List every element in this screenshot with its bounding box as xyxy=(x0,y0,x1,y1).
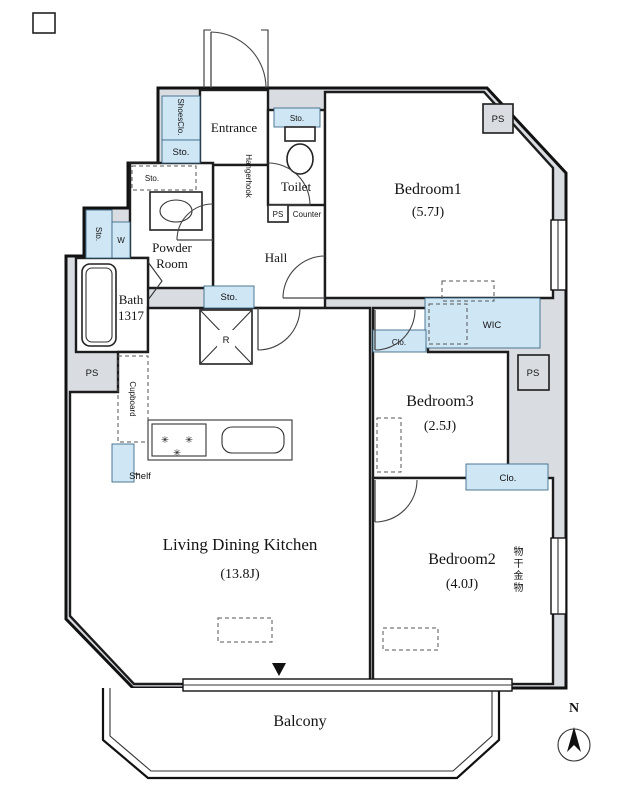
hall-sto-box xyxy=(203,285,255,309)
powder-sto-label: Sto. xyxy=(145,174,159,183)
washing-machine-label: W xyxy=(117,236,125,245)
compass-needle-icon xyxy=(567,727,581,752)
entrance-door-arc-icon xyxy=(210,31,267,89)
bedroom2-floor-hatch-dashed xyxy=(382,627,439,651)
hall-sto-label: Sto. xyxy=(221,292,238,303)
utility-sto-box xyxy=(85,209,113,259)
balcony-railing-inner xyxy=(109,688,493,772)
fixtures: ✳ ✳ ✳ R PS Counter Shelf Hangerhook xyxy=(81,126,322,482)
kitchen-sink-icon xyxy=(221,426,285,454)
ldk-size-label: (13.8J) xyxy=(220,567,260,582)
compass: N xyxy=(557,701,591,762)
stove-burner-icon: ✳ xyxy=(173,448,181,459)
counter-label: Counter xyxy=(293,210,322,219)
toilet-tank-icon xyxy=(284,126,316,142)
toilet-bowl-icon xyxy=(286,143,314,175)
room-ldk xyxy=(68,306,372,686)
stove-burner-icon: ✳ xyxy=(185,435,193,446)
laundry-hardware-label: 物干金物 xyxy=(511,546,522,594)
bathtub-icon xyxy=(81,263,117,347)
windows xyxy=(182,219,567,692)
cupboard-dashed xyxy=(117,355,149,443)
utility-sto-label: Sto. xyxy=(94,227,103,241)
entrance-sto-box xyxy=(161,139,201,164)
powder-room-label-line1: Powder xyxy=(152,240,192,255)
bedroom2-door-arc-icon xyxy=(374,479,418,523)
dashed-fixtures: Sto. Cupboard xyxy=(117,165,495,651)
vanity-counter-icon xyxy=(149,191,203,231)
balcony-access-triangle-icon xyxy=(272,663,286,676)
compass-north-label: N xyxy=(569,701,579,716)
ps-left-label: PS xyxy=(86,368,99,379)
cupboard-label: Cupboard xyxy=(128,381,137,416)
bedroom3-size-label: (2.5J) xyxy=(424,419,457,434)
bath-folding-door-icon xyxy=(147,261,163,301)
stove-burner-icon: ✳ xyxy=(161,435,169,446)
balcony-label: Balcony xyxy=(273,713,326,730)
bedroom3-furniture-dashed xyxy=(376,417,402,473)
bathtub-inner-icon xyxy=(85,267,113,343)
ps-mid-right-label: PS xyxy=(527,368,540,379)
wic-label: WIC xyxy=(483,320,502,331)
bedroom1-furniture-dashed xyxy=(441,280,495,302)
bath-label: Bath xyxy=(119,292,144,307)
storage-boxes: ShoesClo. Sto. Sto. Sto. W Sto. WIC Clo.… xyxy=(85,95,549,491)
room-labels: Entrance Hall Toilet Powder Room Bath 13… xyxy=(118,120,496,730)
entrance-door xyxy=(203,29,269,89)
bath-size-label: 1317 xyxy=(118,308,145,323)
entrance-label: Entrance xyxy=(211,120,257,135)
bedroom1-label: Bedroom1 xyxy=(394,181,462,198)
shoes-closet-box xyxy=(161,95,201,141)
bedroom2-closet-box xyxy=(465,463,549,491)
washing-machine-box xyxy=(111,221,131,259)
wic-hanger-dashed xyxy=(428,303,468,345)
bedroom1-size-label: (5.7J) xyxy=(412,205,445,220)
ps-hall-label: PS xyxy=(273,210,284,219)
ps-box-mid-right xyxy=(517,354,550,391)
powder-room-label-line2: Room xyxy=(156,256,188,271)
bedroom1-door-arc-icon xyxy=(282,255,326,299)
hall-label: Hall xyxy=(265,250,288,265)
hangerhook-label: Hangerhook xyxy=(244,154,253,199)
exterior-column xyxy=(32,12,56,34)
powder-sto-dashed xyxy=(131,165,197,191)
powder-door-arc-icon xyxy=(176,203,214,241)
entrance-sto-label: Sto. xyxy=(173,147,190,158)
ps-box-top-right xyxy=(482,103,514,134)
bedroom2-size-label: (4.0J) xyxy=(446,577,479,592)
ldk-floor-hatch-dashed xyxy=(217,617,273,643)
door-swings xyxy=(176,162,418,523)
refrigerator-label: R xyxy=(223,335,230,346)
refrigerator-label-backing xyxy=(217,330,235,347)
entrance-door-frame xyxy=(203,29,269,88)
toilet-sto-label: Sto. xyxy=(290,114,304,123)
stove-icon xyxy=(151,423,207,457)
ps-top-right-label: PS xyxy=(492,114,505,125)
ldk-label: Living Dining Kitchen xyxy=(163,535,318,554)
bedroom2-label: Bedroom2 xyxy=(428,551,496,568)
ldk-door-arc-icon xyxy=(257,307,301,351)
kitchen-counter-icon xyxy=(147,419,293,461)
wic-box xyxy=(424,297,541,349)
shelf-box xyxy=(111,443,135,483)
toilet-label: Toilet xyxy=(281,179,312,194)
shoes-closet-label: ShoesClo. xyxy=(176,99,185,136)
bedroom2-closet-label: Clo. xyxy=(500,473,517,484)
shelf-label: Shelf xyxy=(129,471,151,482)
bedroom3-door-arc-icon xyxy=(374,309,416,351)
toilet-door-arc-icon xyxy=(267,162,311,206)
bedroom3-label: Bedroom3 xyxy=(406,393,474,410)
balcony-railing-outer xyxy=(101,688,501,780)
